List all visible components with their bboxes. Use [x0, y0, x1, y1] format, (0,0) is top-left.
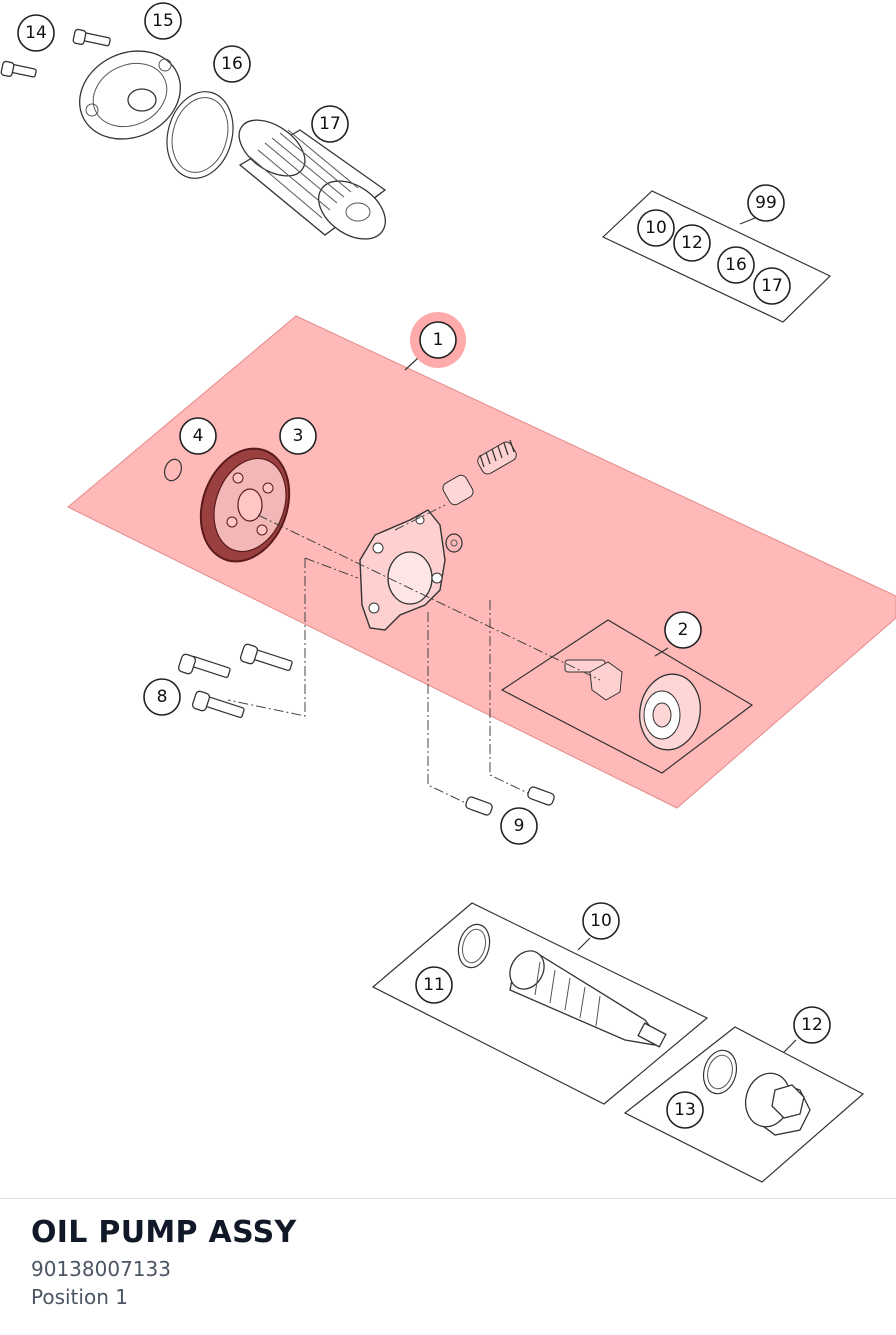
part-info-panel: OIL PUMP ASSY 90138007133 Position 1 [0, 1198, 896, 1335]
callout-99[interactable]: 99 [747, 184, 785, 222]
svg-text:11: 11 [423, 975, 445, 995]
screw-8-part[interactable] [177, 643, 293, 719]
callout-14[interactable]: 14 [17, 14, 55, 52]
svg-text:17: 17 [319, 114, 341, 134]
svg-text:16: 16 [221, 54, 243, 74]
kit-99-box [601, 190, 832, 323]
exploded-parts-diagram: 1 2 3 4 8 9 10 11 12 13 14 15 16 17 99 1… [0, 2, 896, 1183]
svg-text:2: 2 [678, 620, 689, 640]
o-ring-13-part[interactable] [699, 1047, 741, 1098]
pump-housing-part[interactable] [359, 509, 446, 631]
part-title: OIL PUMP ASSY [31, 1215, 297, 1250]
callout-10[interactable]: 10 [582, 902, 620, 940]
part-number: 90138007133 [31, 1257, 171, 1281]
screen-12-box [623, 1026, 865, 1183]
callout-2[interactable]: 2 [664, 611, 702, 649]
o-ring-11-part[interactable] [454, 921, 494, 971]
svg-text:4: 4 [193, 426, 204, 446]
oil-filter-17-part[interactable] [229, 109, 396, 251]
pump-shaft-part[interactable] [564, 659, 623, 701]
callout-4[interactable]: 4 [179, 417, 217, 455]
svg-text:10: 10 [645, 218, 667, 238]
callout-15[interactable]: 15 [144, 2, 182, 40]
relief-spring-part[interactable] [476, 439, 519, 476]
svg-text:3: 3 [293, 426, 304, 446]
kit-99-item-12[interactable]: 12 [673, 224, 711, 262]
pump-gear-3-part[interactable] [186, 436, 305, 574]
kit-99-item-17[interactable]: 17 [753, 267, 791, 305]
callout-8[interactable]: 8 [143, 678, 181, 716]
svg-text:99: 99 [755, 193, 777, 213]
callout-3[interactable]: 3 [279, 417, 317, 455]
screen-10-box [371, 902, 709, 1105]
svg-text:12: 12 [681, 233, 703, 253]
svg-text:15: 15 [152, 11, 174, 31]
callout-1[interactable]: 1 [419, 321, 457, 359]
svg-text:8: 8 [157, 687, 168, 707]
screw-14-part[interactable] [0, 28, 111, 78]
kit-99-item-10[interactable]: 10 [637, 209, 675, 247]
svg-text:10: 10 [590, 911, 612, 931]
kit-99-item-16[interactable]: 16 [717, 246, 755, 284]
oil-screen-10-part[interactable] [503, 945, 667, 1048]
callout-17[interactable]: 17 [311, 105, 349, 143]
filter-cover-15-part[interactable] [65, 35, 195, 155]
callout-11[interactable]: 11 [415, 966, 453, 1004]
svg-text:9: 9 [514, 816, 525, 836]
rotor-part[interactable] [634, 669, 706, 754]
relief-piston-part[interactable] [441, 473, 476, 507]
oil-pump-highlight-area[interactable] [67, 315, 896, 809]
o-ring-16-part[interactable] [158, 84, 243, 186]
screw-plug-12-part[interactable] [740, 1068, 811, 1136]
svg-text:1: 1 [433, 330, 444, 350]
svg-text:13: 13 [674, 1100, 696, 1120]
callout-9[interactable]: 9 [500, 807, 538, 845]
part-position: Position 1 [31, 1285, 128, 1309]
svg-text:17: 17 [761, 276, 783, 296]
callout-13[interactable]: 13 [666, 1091, 704, 1129]
rotor-set-2-box [500, 619, 754, 774]
callout-16[interactable]: 16 [213, 45, 251, 83]
dowel-pin-9-part[interactable] [465, 786, 556, 816]
circlip-4-part[interactable] [162, 457, 185, 483]
svg-text:16: 16 [725, 255, 747, 275]
callout-12[interactable]: 12 [793, 1006, 831, 1044]
svg-text:14: 14 [25, 23, 47, 43]
svg-text:12: 12 [801, 1015, 823, 1035]
